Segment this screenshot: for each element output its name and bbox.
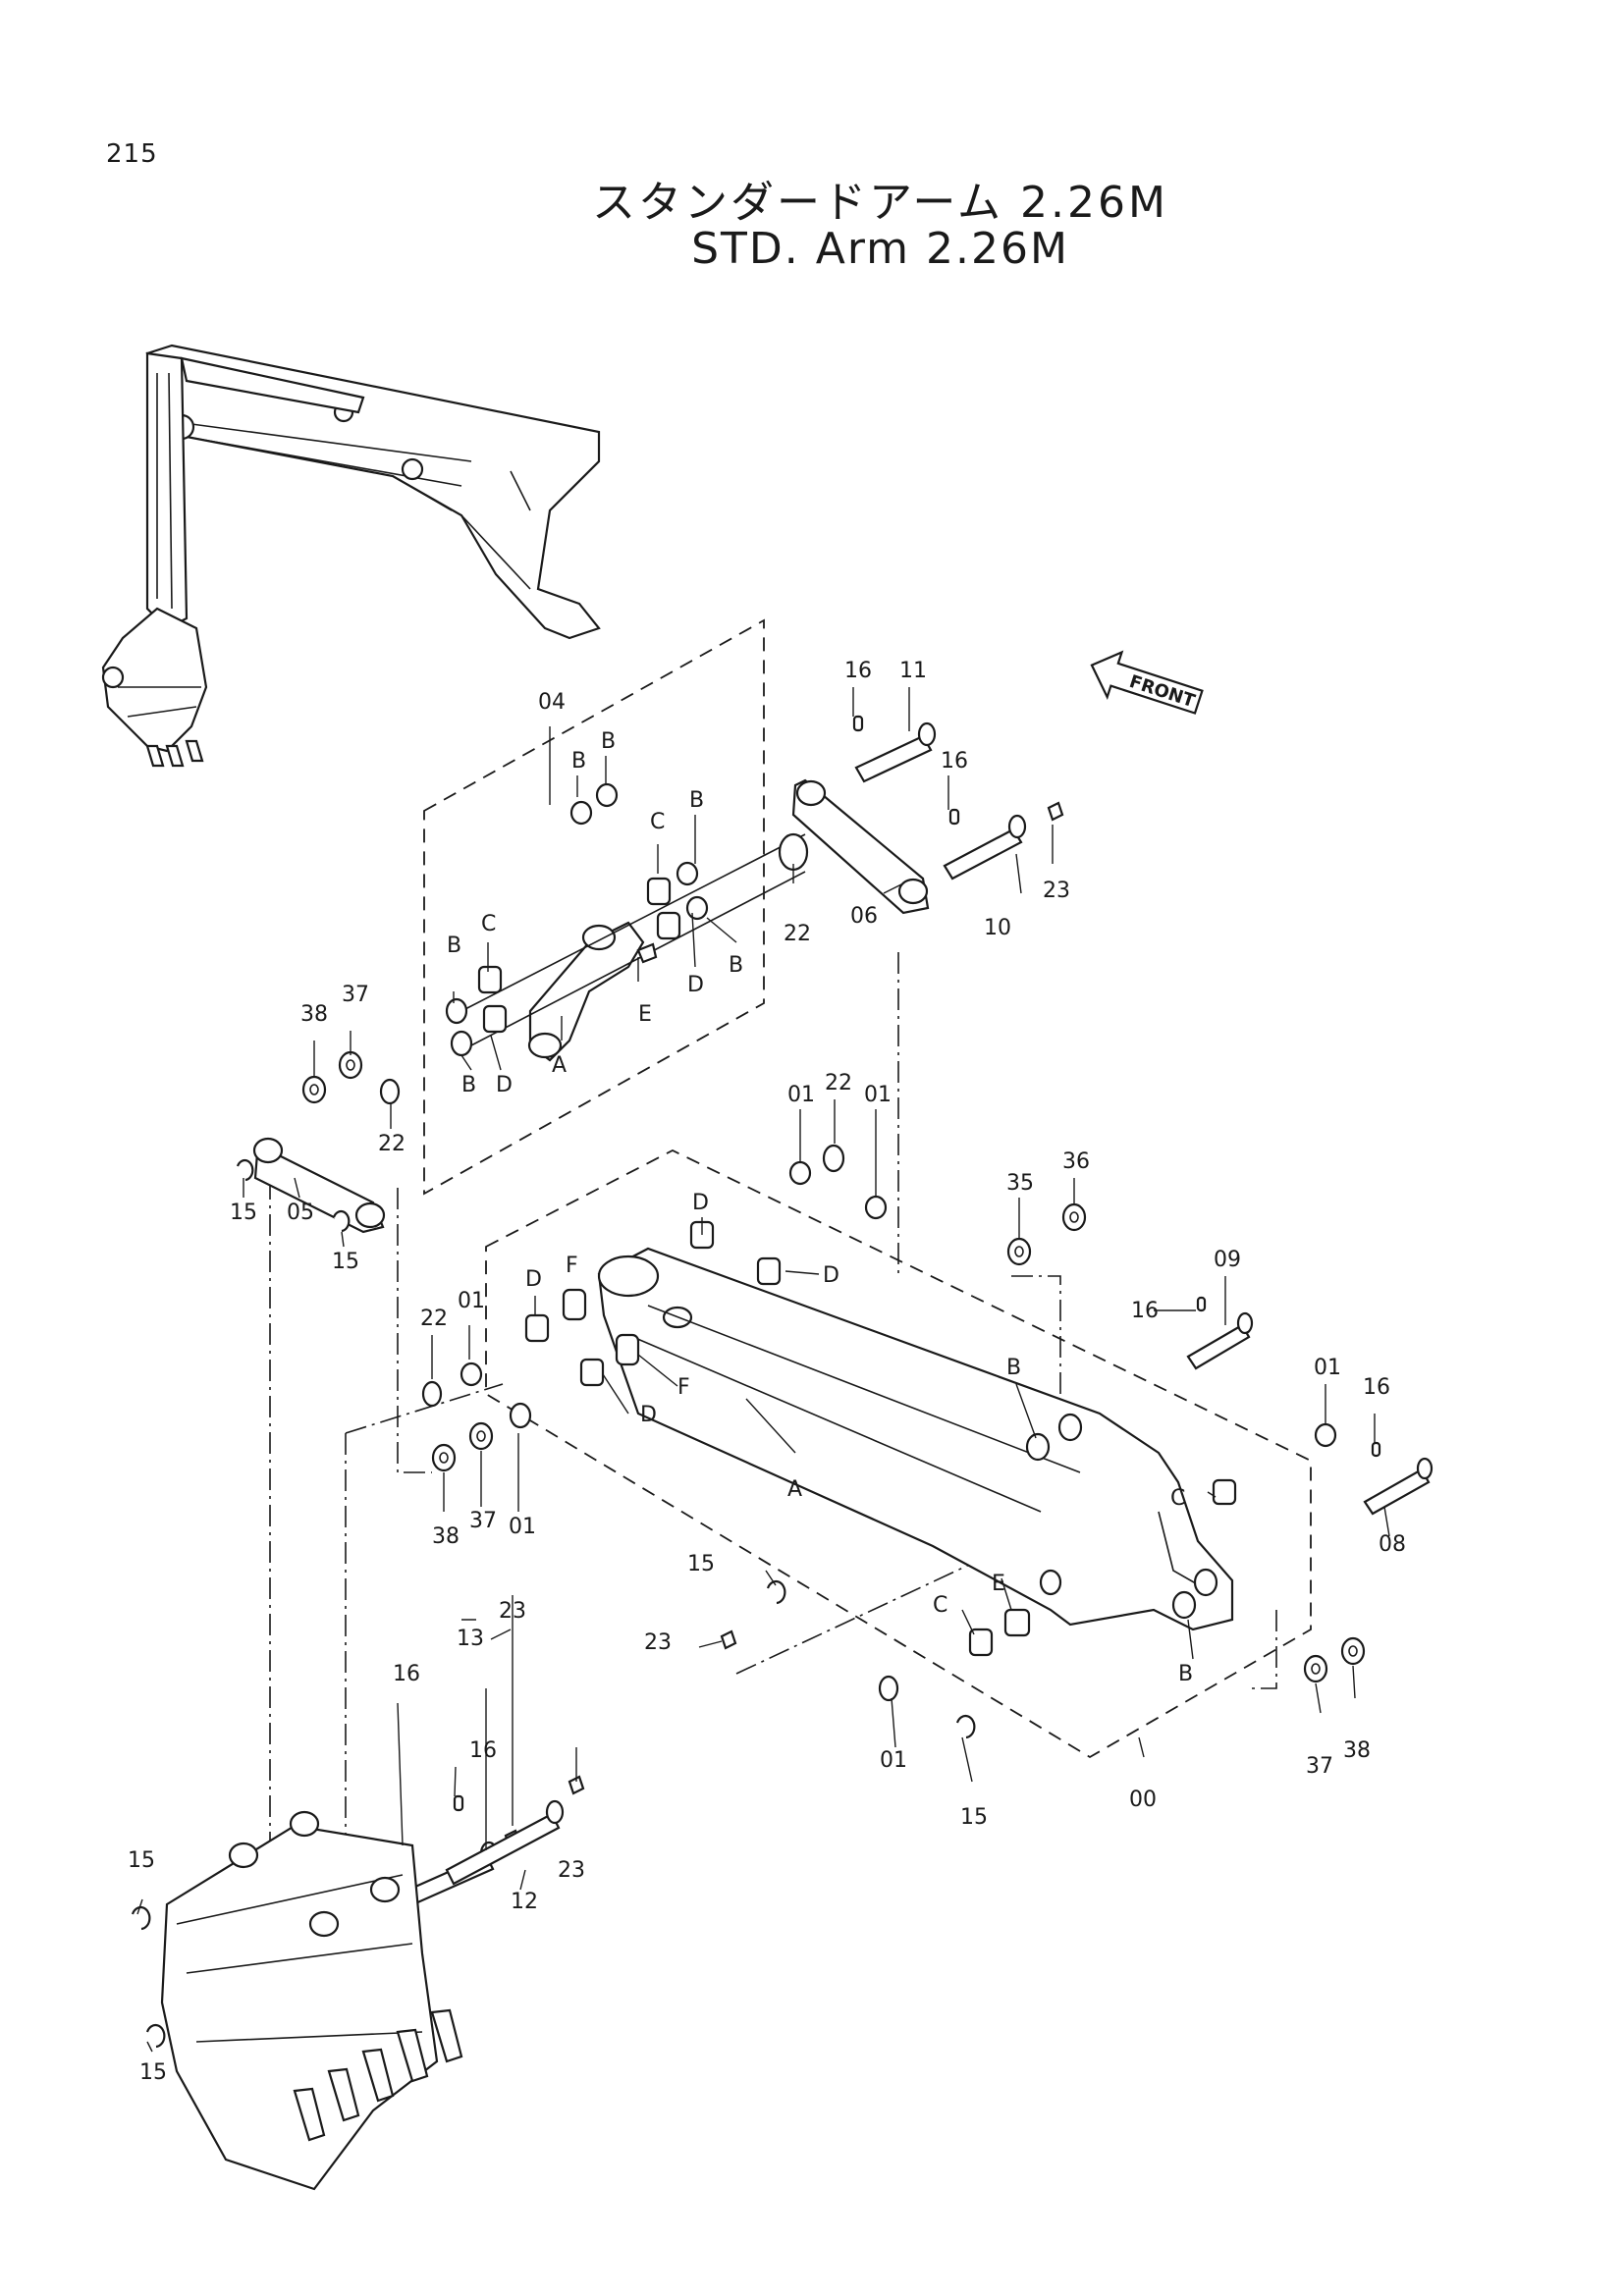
callout-D: D bbox=[823, 1263, 839, 1288]
callout-22: 22 bbox=[420, 1307, 448, 1331]
callout-E: E bbox=[992, 1572, 1005, 1596]
callout-B: B bbox=[689, 788, 704, 813]
callout-15: 15 bbox=[139, 2060, 167, 2085]
callout-C: C bbox=[1170, 1486, 1185, 1511]
callout-E: E bbox=[638, 1002, 652, 1027]
callout-23: 23 bbox=[1043, 879, 1070, 903]
callout-01: 01 bbox=[787, 1083, 815, 1107]
callout-01: 01 bbox=[880, 1748, 907, 1773]
link-06 bbox=[791, 778, 930, 915]
pin-08 bbox=[1363, 1441, 1434, 1516]
group-00-outline bbox=[485, 1148, 1312, 1759]
callout-01: 01 bbox=[1314, 1356, 1341, 1380]
callout-12: 12 bbox=[511, 1890, 538, 1914]
callout-01: 01 bbox=[509, 1515, 536, 1539]
callout-38: 38 bbox=[432, 1524, 460, 1549]
callout-22: 22 bbox=[825, 1071, 852, 1095]
arm-right-bushings bbox=[1212, 1422, 1337, 1506]
callout-D: D bbox=[687, 973, 704, 997]
lower-bushings bbox=[720, 1579, 1031, 1739]
callout-22: 22 bbox=[784, 922, 811, 946]
callout-15: 15 bbox=[230, 1201, 257, 1225]
callout-C: C bbox=[481, 912, 496, 936]
page-title-japanese: スタンダードアーム 2.26M bbox=[592, 178, 1168, 228]
callout-23: 23 bbox=[644, 1630, 672, 1655]
callout-04: 04 bbox=[538, 690, 566, 715]
callout-01: 01 bbox=[864, 1083, 892, 1107]
pin-11 bbox=[852, 715, 937, 783]
callout-A: A bbox=[787, 1477, 802, 1502]
callout-D: D bbox=[525, 1267, 542, 1292]
callout-38: 38 bbox=[1343, 1738, 1371, 1763]
callout-D: D bbox=[692, 1191, 709, 1215]
callout-16: 16 bbox=[941, 749, 968, 774]
group-04-outline bbox=[423, 618, 765, 1196]
arm-00-body bbox=[597, 1247, 1234, 1631]
callout-A: A bbox=[552, 1053, 567, 1078]
callout-36: 36 bbox=[1062, 1149, 1090, 1174]
callout-D: D bbox=[640, 1403, 657, 1427]
callout-16: 16 bbox=[469, 1738, 497, 1763]
callout-13: 13 bbox=[457, 1627, 484, 1651]
callout-15: 15 bbox=[687, 1552, 715, 1576]
callout-09: 09 bbox=[1214, 1248, 1241, 1272]
callout-B: B bbox=[729, 953, 743, 978]
callout-B: B bbox=[447, 934, 461, 958]
callout-15: 15 bbox=[960, 1805, 988, 1830]
washers-upper-left bbox=[301, 1050, 401, 1105]
callout-23: 23 bbox=[499, 1599, 526, 1624]
washers-lower-left bbox=[431, 1402, 532, 1472]
callout-22: 22 bbox=[378, 1132, 406, 1156]
callout-38: 38 bbox=[300, 1002, 328, 1027]
callout-B: B bbox=[461, 1073, 476, 1097]
pin-09 bbox=[1186, 1296, 1254, 1370]
link-assembly-04 bbox=[445, 782, 809, 1062]
washers-lower-right bbox=[1303, 1636, 1366, 1683]
excavator-overview-illustration bbox=[101, 344, 601, 768]
callout-C: C bbox=[933, 1593, 947, 1618]
callout-B: B bbox=[571, 749, 586, 774]
callout-F: F bbox=[566, 1254, 578, 1278]
callout-B: B bbox=[601, 729, 616, 754]
callout-16: 16 bbox=[844, 659, 872, 683]
callout-D: D bbox=[496, 1073, 513, 1097]
arm-bushings bbox=[421, 1144, 888, 1408]
front-direction-arrow: FRONT bbox=[1090, 650, 1204, 715]
callout-B: B bbox=[1006, 1356, 1021, 1380]
callout-11: 11 bbox=[899, 659, 927, 683]
callout-labels: 04 16 11 16 B B C B 22 06 10 23 C B 38 3… bbox=[128, 659, 1406, 2085]
callout-23: 23 bbox=[558, 1858, 585, 1883]
callout-16: 16 bbox=[393, 1662, 420, 1686]
callout-05: 05 bbox=[287, 1201, 314, 1225]
callout-16: 16 bbox=[1131, 1299, 1159, 1323]
callout-37: 37 bbox=[342, 983, 369, 1007]
callout-C: C bbox=[650, 810, 665, 834]
callout-F: F bbox=[677, 1375, 690, 1400]
callout-16: 16 bbox=[1363, 1375, 1390, 1400]
link-05 bbox=[236, 1137, 386, 1234]
callout-B: B bbox=[1178, 1662, 1193, 1686]
callout-06: 06 bbox=[850, 904, 878, 929]
callout-01: 01 bbox=[458, 1289, 485, 1313]
bucket-illustration bbox=[131, 1810, 463, 2191]
callout-00: 00 bbox=[1129, 1788, 1157, 1812]
callout-37: 37 bbox=[469, 1509, 497, 1533]
callout-37: 37 bbox=[1306, 1754, 1333, 1779]
callout-10: 10 bbox=[984, 916, 1011, 940]
page-number: 215 bbox=[106, 139, 158, 169]
callout-08: 08 bbox=[1379, 1532, 1406, 1557]
pin-10 bbox=[943, 801, 1064, 881]
callout-15: 15 bbox=[332, 1250, 359, 1274]
callout-35: 35 bbox=[1006, 1171, 1034, 1196]
page-title-english: STD. Arm 2.26M bbox=[691, 224, 1069, 274]
callout-15: 15 bbox=[128, 1848, 155, 1873]
